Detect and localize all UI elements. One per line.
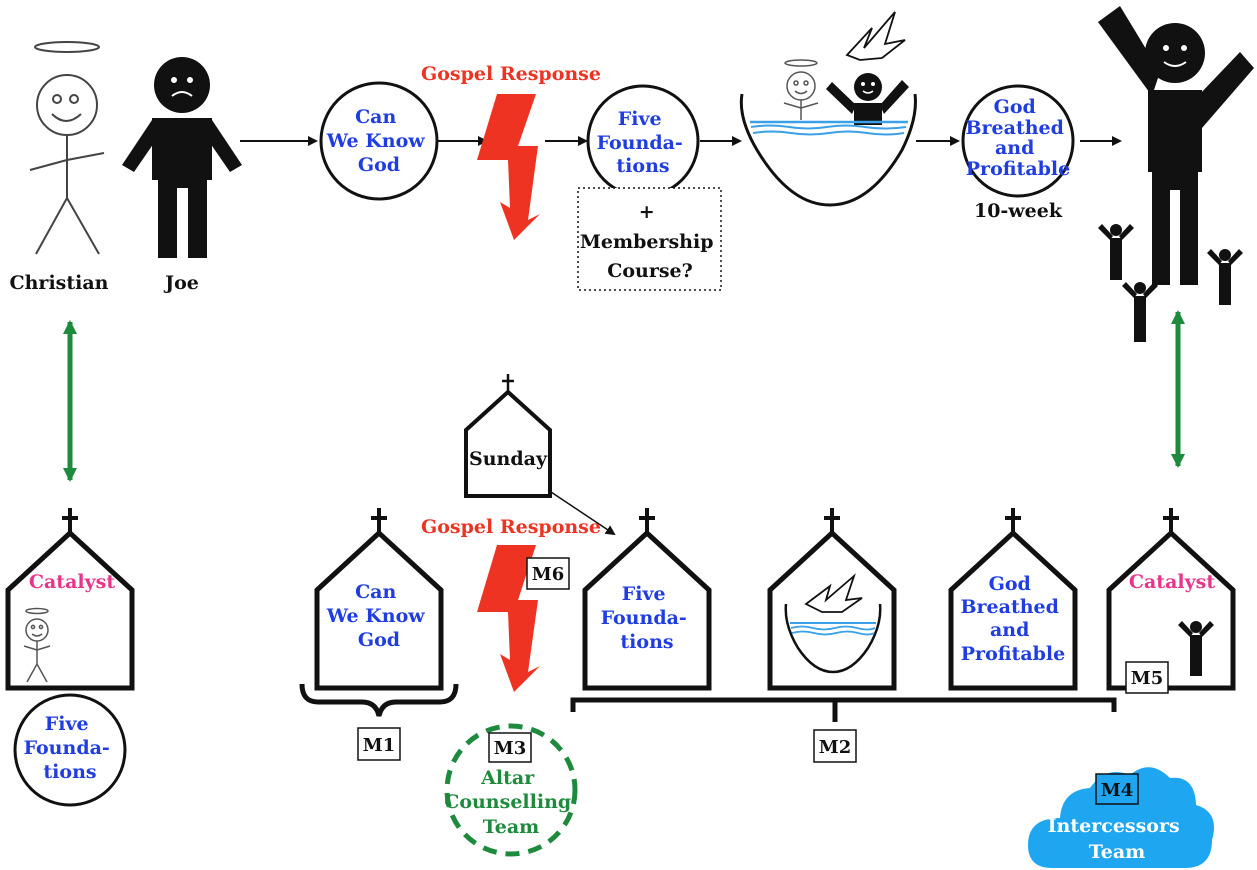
m4-label: M4 — [1101, 780, 1133, 801]
five-foundations-church-text: Five Founda- tions — [601, 583, 694, 653]
catalyst-left-label: Catalyst — [29, 571, 115, 593]
m1-brace — [299, 683, 459, 717]
m6-label: M6 — [532, 564, 564, 585]
god-breathed-top-text: God Breathed and Profitable — [965, 96, 1070, 180]
god-breathed-circle-top — [961, 84, 1075, 198]
can-we-know-god-church-icon — [314, 508, 444, 691]
gospel-response-bottom-label: Gospel Response — [421, 516, 601, 538]
m2-box — [813, 729, 857, 763]
membership-course-text: + Membership Course? — [580, 201, 720, 282]
catalyst-church-left-icon — [5, 508, 135, 691]
intercessors-text: Intercessors Team — [1048, 815, 1187, 863]
ten-week-label: 10-week — [974, 200, 1063, 222]
god-breathed-church-text: God Breathed and Profitable — [960, 573, 1065, 665]
sunday-church-icon — [464, 374, 552, 498]
membership-course-box — [577, 187, 722, 291]
m4-box — [1095, 773, 1139, 805]
intercessors-cloud-icon — [1028, 767, 1214, 868]
five-foundations-left-text: Five Founda- tions — [24, 713, 117, 783]
can-we-know-god-church-text: Can We Know God — [326, 581, 431, 651]
m3-label: M3 — [494, 738, 526, 759]
gospel-response-top-label: Gospel Response — [421, 63, 601, 85]
m5-label: M5 — [1131, 668, 1163, 689]
christian-figure-icon — [29, 41, 105, 255]
m3-box — [488, 732, 532, 763]
m1-label: M1 — [363, 735, 395, 756]
m2-label: M2 — [819, 737, 851, 758]
catalyst-right-label: Catalyst — [1129, 571, 1215, 593]
altar-counselling-text: Altar Counselling Team — [444, 767, 578, 838]
m2-bracket — [570, 697, 1117, 712]
five-foundations-church-icon — [582, 508, 712, 691]
joe-figure-icon — [122, 57, 242, 258]
five-foundations-circle-left — [13, 693, 127, 807]
five-foundations-top-text: Five Founda- tions — [597, 108, 690, 177]
can-we-know-god-circle — [319, 81, 439, 201]
can-we-know-god-text: Can We Know God — [326, 106, 431, 176]
catalyst-church-right-icon — [1106, 508, 1236, 691]
baptism-church-icon — [767, 508, 897, 691]
lightning-bolt-icon — [477, 94, 540, 240]
god-breathed-church-icon — [948, 508, 1078, 691]
arrow-sunday-to-ff — [547, 489, 616, 536]
disciple-figure-icon — [1098, 6, 1254, 342]
m5-box — [1125, 661, 1169, 694]
lightning-bolt-bottom-icon — [477, 545, 540, 692]
baptism-basin-icon — [739, 11, 917, 207]
altar-counselling-circle — [444, 723, 578, 857]
sunday-label: Sunday — [469, 448, 548, 470]
christian-label: Christian — [10, 272, 109, 294]
m1-box — [357, 727, 401, 761]
m6-box — [526, 557, 570, 590]
joe-label: Joe — [163, 272, 199, 294]
